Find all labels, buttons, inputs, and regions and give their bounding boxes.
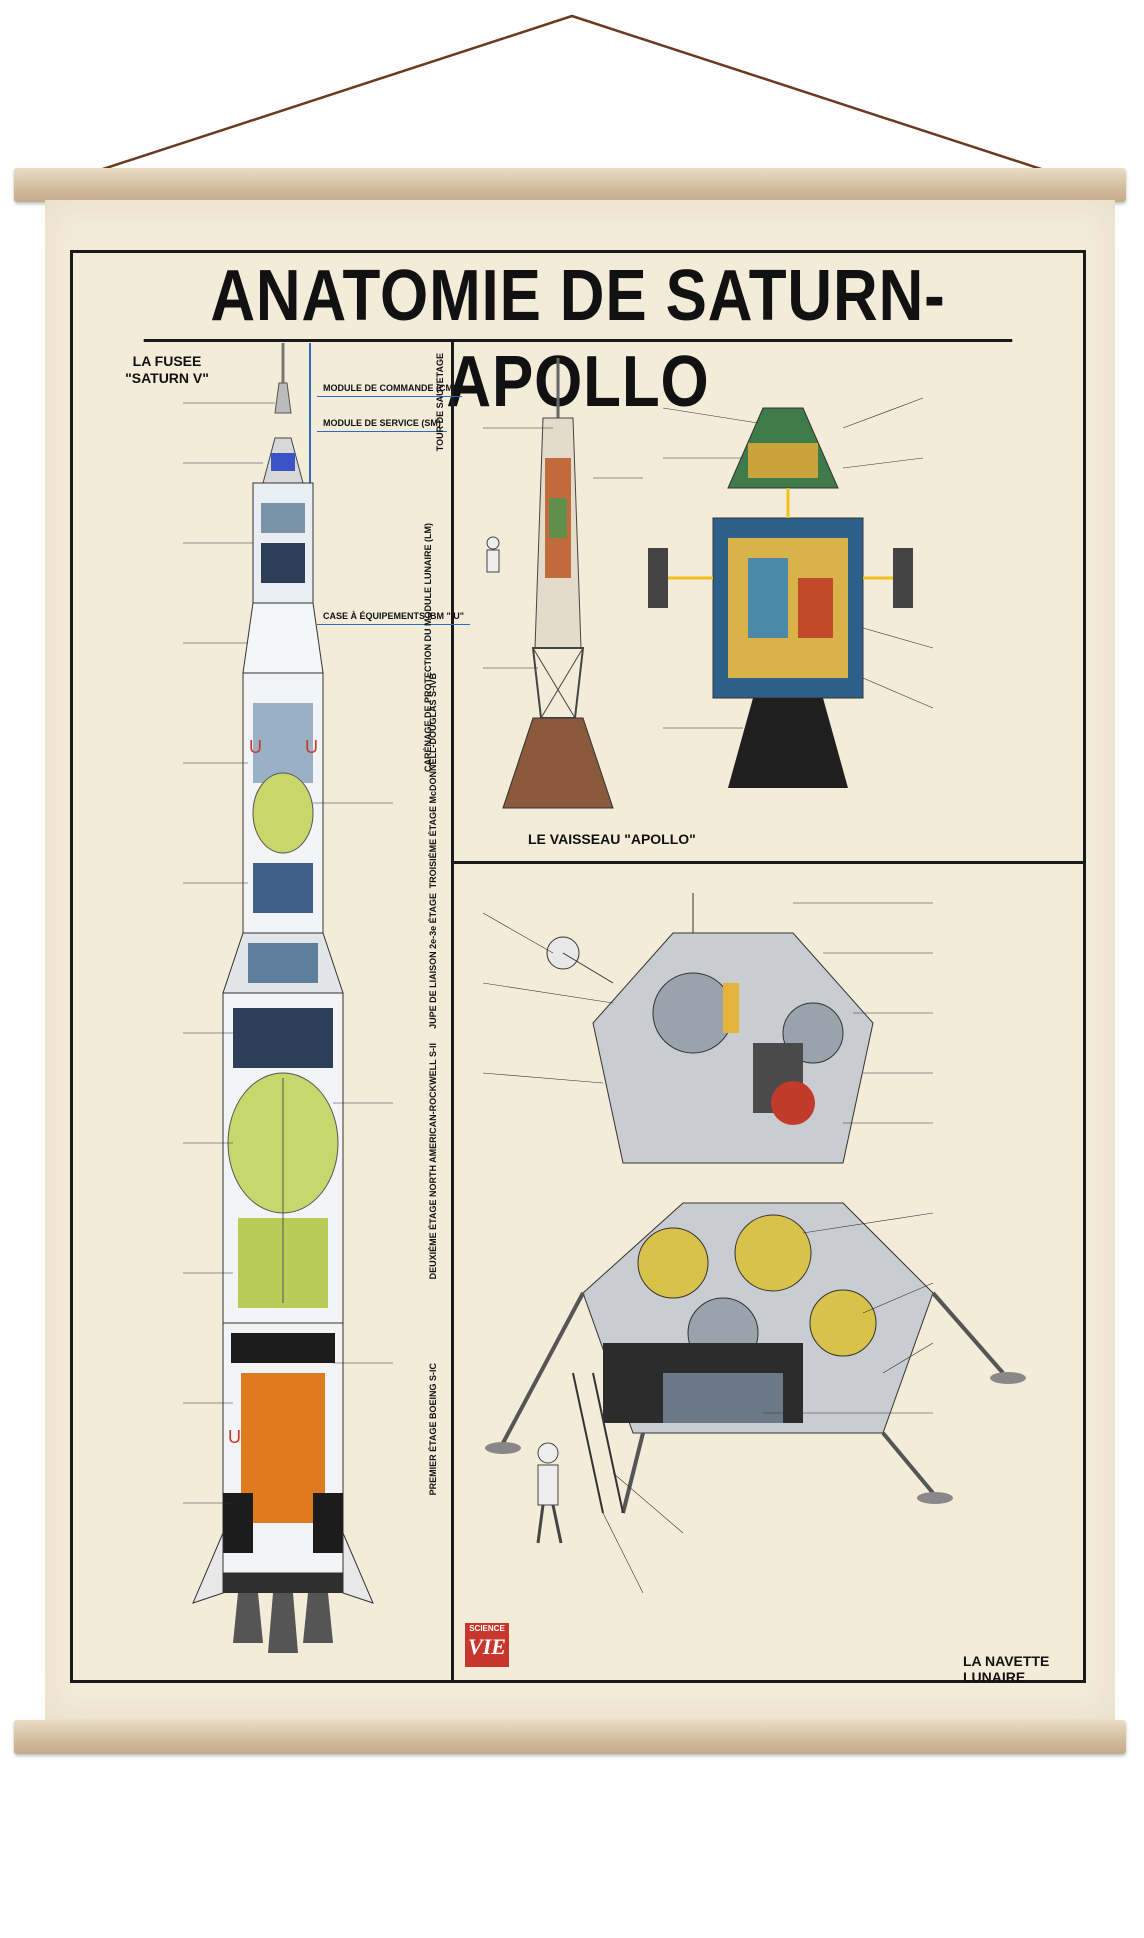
lunar-module-illustration bbox=[482, 893, 1026, 1594]
rocket-heading-line1: LA FUSEE bbox=[132, 353, 202, 369]
section-label-cm: MODULE DE COMMANDE (CM) bbox=[317, 383, 462, 397]
vlabel-second-stage: DEUXIÈME ÉTAGE NORTH AMERICAN-ROCKWELL S… bbox=[428, 1043, 438, 1280]
vlabel-interstage: JUPE DE LIAISON 2e-3e ÉTAGE bbox=[428, 893, 438, 1029]
logo-line1: SCIENCE bbox=[469, 1624, 505, 1633]
svg-text:U: U bbox=[228, 1427, 241, 1447]
horizontal-divider bbox=[454, 861, 1086, 864]
poster-frame: ANATOMIE DE SATURN-APOLLO LA FUSEE "SATU… bbox=[70, 250, 1086, 1685]
rocket-heading-line2: "SATURN V" bbox=[125, 370, 209, 386]
top-wooden-rod bbox=[14, 168, 1126, 202]
svg-text:U: U bbox=[305, 737, 318, 757]
lunar-module-heading: LA NAVETTE LUNAIRE bbox=[963, 1653, 1050, 1685]
hanger-cord bbox=[0, 0, 1144, 200]
bottom-wooden-rod bbox=[14, 1720, 1126, 1754]
apollo-heading: LE VAISSEAU "APOLLO" bbox=[528, 831, 696, 847]
vlabel-escape-tower: TOUR DE SAUVETAGE bbox=[435, 353, 445, 452]
vlabel-first-stage: PREMIER ÉTAGE BOEING S-IC bbox=[428, 1363, 438, 1496]
science-vie-logo: SCIENCE VIE bbox=[465, 1623, 509, 1667]
saturn-v-cutaway-illustration: U U U bbox=[183, 343, 393, 1653]
poster-sheet: ANATOMIE DE SATURN-APOLLO LA FUSEE "SATU… bbox=[45, 200, 1115, 1720]
poster-title: ANATOMIE DE SATURN-APOLLO bbox=[143, 253, 1013, 422]
rocket-heading: LA FUSEE "SATURN V" bbox=[107, 353, 227, 387]
svg-text:U: U bbox=[249, 737, 262, 757]
vlabel-third-stage: TROISIÈME ÉTAGE McDONNELL-DOUGLAS S-IVB bbox=[428, 673, 438, 889]
section-label-iu: CASE À ÉQUIPEMENTS IBM "IU" bbox=[316, 611, 471, 625]
section-label-sm: MODULE DE SERVICE (SM) bbox=[317, 418, 447, 432]
logo-line2: VIE bbox=[468, 1634, 506, 1659]
vertical-divider bbox=[451, 339, 454, 1683]
apollo-spacecraft-illustration bbox=[483, 358, 934, 809]
